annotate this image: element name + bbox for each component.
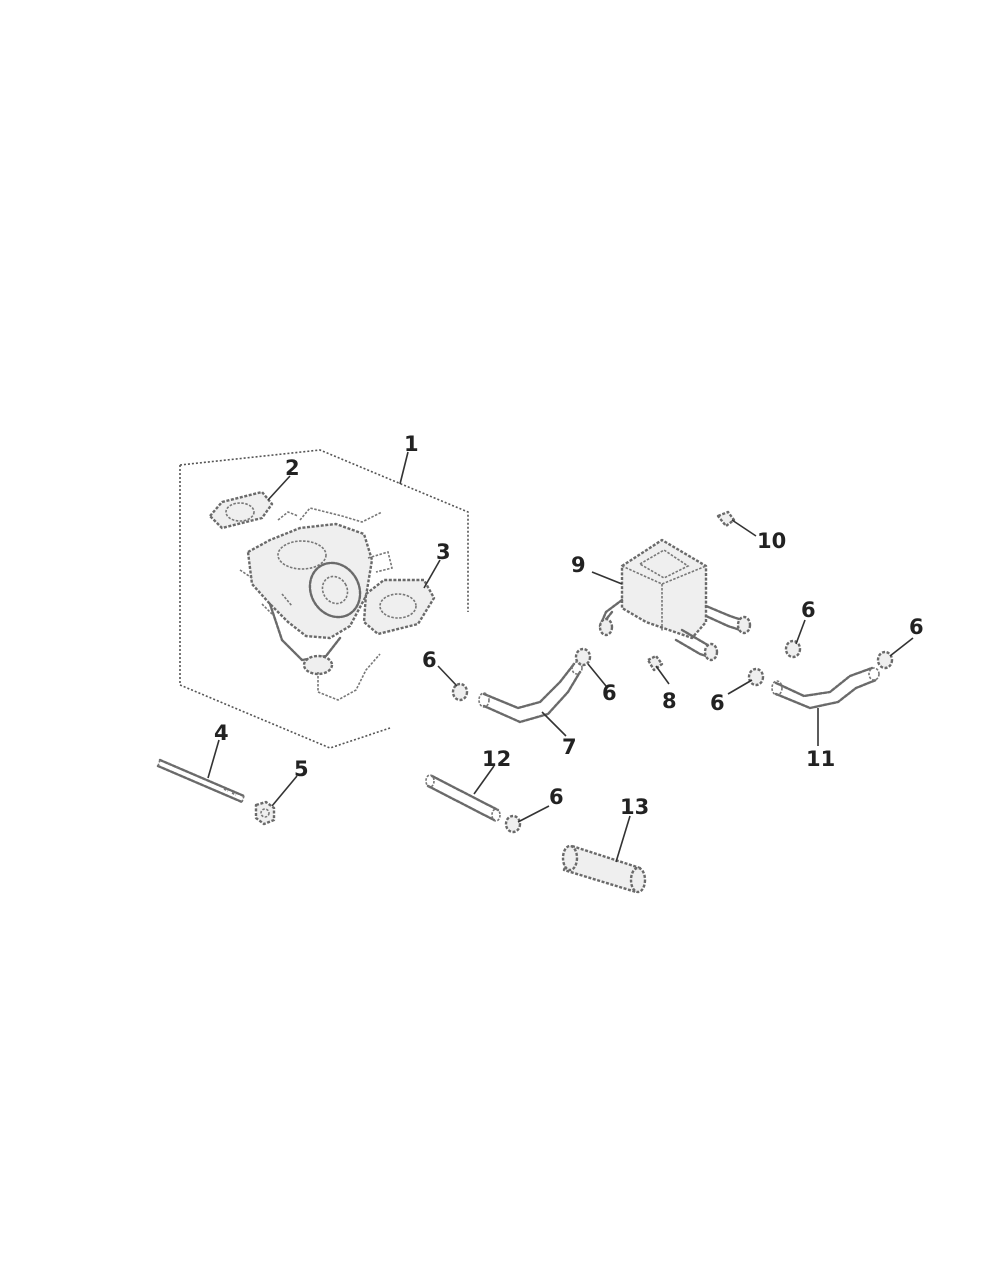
callout-13: 13 <box>620 795 649 819</box>
callout-6-d: 6 <box>801 598 816 622</box>
leader-lines <box>207 451 914 863</box>
callout-6-a: 6 <box>422 648 437 672</box>
callout-5: 5 <box>294 757 309 781</box>
clamp-part-6-d <box>784 639 802 659</box>
clamp-part-6-e <box>876 650 894 670</box>
fuel-filter-part-13 <box>561 844 647 894</box>
callout-9: 9 <box>571 553 586 577</box>
gasket-part-3 <box>362 578 436 636</box>
callout-10: 10 <box>757 529 786 553</box>
clamp-part-6-c <box>747 667 765 687</box>
nut-part-5 <box>254 800 276 826</box>
fitting-part-8 <box>646 654 664 672</box>
gasket-part-2 <box>208 490 274 530</box>
carburetor-part-1 <box>239 507 393 701</box>
callout-3: 3 <box>436 540 451 564</box>
hose-part-12 <box>425 774 501 822</box>
callout-6-e: 6 <box>909 615 924 639</box>
hose-part-11 <box>771 666 880 710</box>
callout-1: 1 <box>404 432 419 456</box>
clamp-part-6-b <box>574 647 592 667</box>
assembly-bracket <box>179 449 469 749</box>
callout-2: 2 <box>285 456 300 480</box>
hose-part-7 <box>478 661 583 724</box>
callout-labels: 1 2 3 4 5 6 6 6 6 6 6 7 8 9 10 11 12 13 <box>214 432 924 819</box>
callout-6-b: 6 <box>602 681 617 705</box>
stud-part-4 <box>156 758 246 804</box>
callout-7: 7 <box>562 735 577 759</box>
callout-4: 4 <box>214 721 229 745</box>
callout-6-c: 6 <box>710 691 725 715</box>
fuel-pump-part-9 <box>598 538 752 662</box>
clamp-part-6-f <box>504 814 522 834</box>
callout-6-f: 6 <box>549 785 564 809</box>
clamp-part-6-a <box>451 682 469 702</box>
screw-part-10 <box>716 510 736 528</box>
callout-12: 12 <box>482 747 511 771</box>
callout-11: 11 <box>806 747 835 771</box>
callout-8: 8 <box>662 689 677 713</box>
